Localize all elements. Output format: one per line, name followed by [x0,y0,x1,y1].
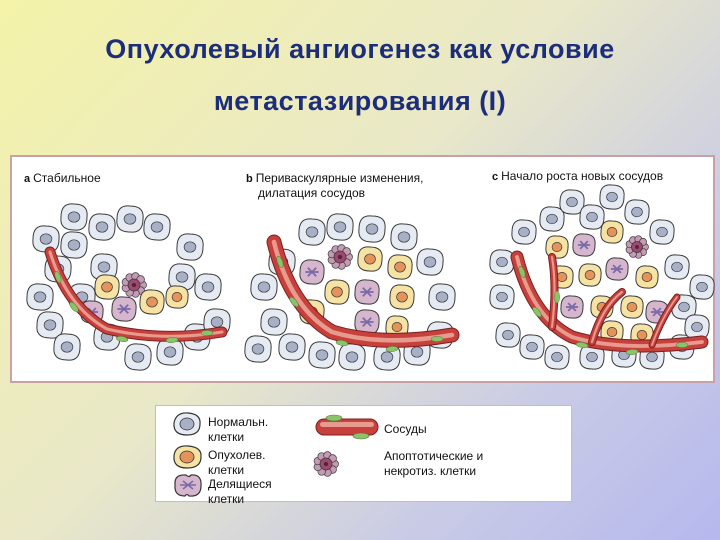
panel-c-text: Начало роста новых сосудов [501,169,663,183]
pericyte [676,342,688,347]
tumor-cell [95,275,119,299]
normal-cell [359,216,385,242]
normal-cell [520,335,544,359]
panel-c-drawing [490,185,714,369]
normal-cell [245,336,271,362]
normal-cell [429,284,455,310]
normal-cell [650,220,674,244]
apoptotic-cell [328,245,352,270]
normal-cell [309,342,335,368]
panel-b-text2: дилатация сосудов [258,186,365,200]
normal-cell [54,334,80,360]
tumor-cell [390,285,414,309]
normal-cell-icon [174,413,200,435]
normal-cell [33,226,59,252]
normal-cell [685,315,709,339]
normal-cell [251,274,277,300]
panel-b-letter: b [246,173,253,185]
panel-b-drawing [245,214,455,370]
dividing-cell [573,234,595,256]
normal-cell [625,200,649,224]
tumor-cell [601,221,623,243]
normal-cell [580,205,604,229]
legend-box: Нормальн. клетки Опухолев. клетки Делящи… [155,405,572,502]
pericyte [201,330,213,335]
normal-cell [600,185,624,209]
normal-cell [339,344,365,370]
pericyte [431,336,443,341]
normal-cell [299,219,325,245]
tumor-cell [358,247,382,271]
panel-c-letter: c [492,171,498,183]
normal-cell [261,309,287,335]
normal-cell [391,224,417,250]
normal-cell [690,275,714,299]
normal-cell [177,234,203,260]
tumor-cell [166,286,188,308]
panel-a-letter: a [24,173,30,185]
normal-cell [27,284,53,310]
apoptotic-cell [626,236,648,259]
normal-cell [61,204,87,230]
tumor-cell [140,290,164,314]
dividing-cell [606,258,628,280]
normal-cell [490,250,514,274]
legend-apoptotic-label: Апоптотические и некротиз. клетки [384,449,534,479]
dividing-cell-icon [175,475,201,496]
normal-cell [117,206,143,232]
sprout-c1 [552,257,555,327]
legend-normal-label: Нормальн. клетки [208,415,288,445]
legend-dividing-label: Делящиеся клетки [208,477,288,507]
normal-cell [61,232,87,258]
legend-vessels-label: Сосуды [384,422,524,437]
normal-cell [327,214,353,240]
tumor-cell [621,296,643,318]
tumor-cell [388,255,412,279]
normal-cell [279,334,305,360]
normal-cell [490,285,514,309]
normal-cell [417,249,443,275]
dividing-cell [300,260,324,284]
dividing-cell [112,297,136,321]
normal-cell [37,312,63,338]
tumor-cell [636,266,658,288]
normal-cell [195,274,221,300]
tumor-cell-icon [174,446,201,468]
dividing-cell [355,280,379,304]
apoptotic-cell-icon [314,452,338,477]
slide-title-line2: метастазирования (I) [0,86,720,117]
normal-cell [89,214,115,240]
dividing-cell [561,296,583,318]
normal-cell [512,220,536,244]
normal-cell [496,323,520,347]
normal-cell [545,345,569,369]
slide-title-line1: Опухолевый ангиогенез как условие [0,34,720,65]
panel-a-text: Стабильное [33,171,101,185]
panel-a-drawing [27,204,230,370]
panel-b-text: Периваскулярные изменения, [256,171,424,185]
normal-cell [125,344,151,370]
vessel-icon [316,415,378,439]
normal-cell [665,255,689,279]
pericyte [554,291,559,303]
tumor-cell [579,264,601,286]
normal-cell [144,214,170,240]
tumor-cell [325,280,349,304]
normal-cell [540,207,564,231]
legend-tumor-label: Опухолев. клетки [208,448,288,478]
